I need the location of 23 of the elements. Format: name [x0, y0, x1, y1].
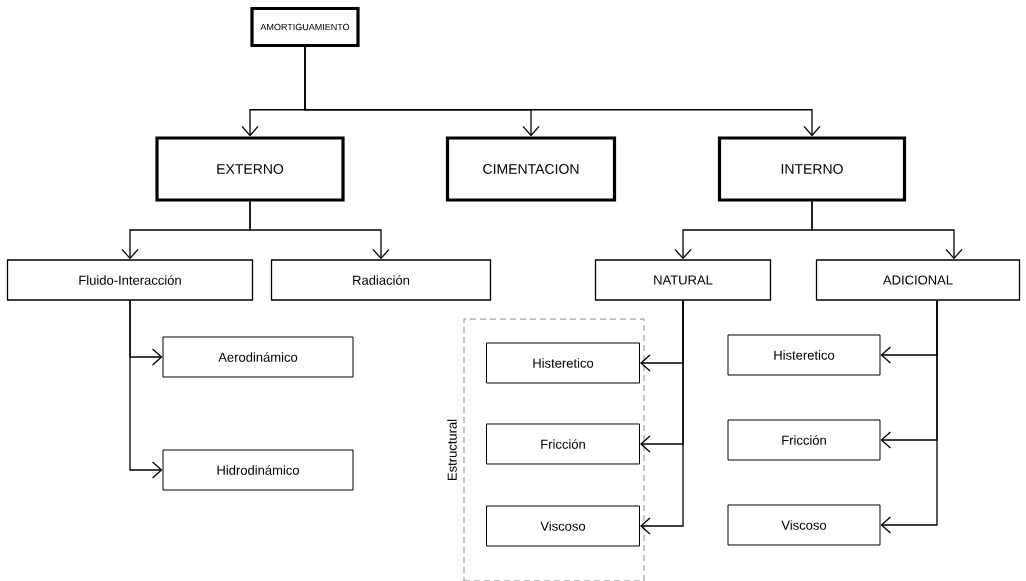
- process-box: Viscoso: [486, 505, 640, 547]
- category-box: INTERNO: [717, 136, 907, 202]
- category-box: EXTERNO: [155, 136, 345, 202]
- arrow: [640, 300, 684, 535]
- process-box: ADICIONAL: [815, 259, 1021, 301]
- arrow: [249, 200, 390, 260]
- process-box: NATURAL: [594, 259, 772, 301]
- process-box: Radiación: [270, 259, 492, 301]
- process-box: Aerodinámico: [162, 336, 354, 378]
- process-box: Fricción: [727, 419, 881, 461]
- process-box: Histeretico: [727, 334, 881, 376]
- arrow: [129, 300, 163, 479]
- process-box: Fricción: [486, 423, 640, 465]
- process-box: Fluido-Interacción: [6, 259, 254, 301]
- arrow: [304, 46, 821, 137]
- group-label: Estructural: [447, 419, 457, 480]
- process-box: Histeretico: [486, 342, 640, 384]
- arrow: [811, 200, 963, 260]
- process-box: Hidrodinámico: [162, 449, 354, 491]
- process-box: Viscoso: [727, 504, 881, 546]
- root-box: AMORTIGUAMIENTO: [250, 6, 360, 48]
- category-box: CIMENTACION: [445, 136, 617, 202]
- arrow: [880, 300, 938, 534]
